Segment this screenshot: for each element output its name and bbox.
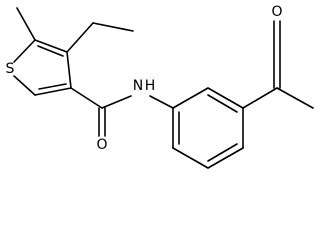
bond-n-aryl [149, 95, 174, 109]
bond-ar-acetyl [242, 87, 278, 109]
atom-oxygen-ketone: O [271, 4, 282, 20]
bond-carbonyl-n [101, 95, 132, 109]
bond-ar-2-inner [207, 94, 238, 113]
bond-c3-c2-inner [38, 83, 67, 90]
methyl-group [16, 7, 36, 41]
bond-ar-1 [172, 87, 209, 109]
bond-acetyl-methyl [276, 87, 314, 109]
bond-c5-c4 [34, 39, 68, 53]
acetyl-group [242, 20, 314, 109]
bond-c5-methyl [16, 7, 36, 41]
thiophene-ring [13, 39, 72, 96]
bond-c3-carbonyl [70, 87, 103, 109]
atom-sulfur: S [6, 61, 15, 77]
amide-group [70, 87, 174, 137]
molecule-structure: S N H O O [6, 4, 314, 169]
bond-c3-c2 [34, 87, 72, 96]
bond-c4-ch2 [66, 22, 94, 53]
atom-nitrogen: N [133, 78, 143, 94]
bond-ar-2 [207, 87, 244, 109]
ethyl-group [66, 22, 134, 53]
bond-c2-s [13, 75, 36, 96]
benzene-ring [172, 87, 244, 169]
bond-ch2-ch3 [92, 22, 134, 32]
bond-s-c5 [13, 39, 36, 63]
atom-hydrogen: H [145, 78, 156, 94]
bond-c5-c4-inner [37, 45, 64, 57]
bond-c4-c3 [66, 51, 72, 89]
bond-ar-4-inner [207, 143, 238, 162]
bond-ar-4 [207, 147, 244, 169]
bond-ar-5 [172, 147, 209, 169]
atom-oxygen-amide: O [96, 137, 107, 153]
